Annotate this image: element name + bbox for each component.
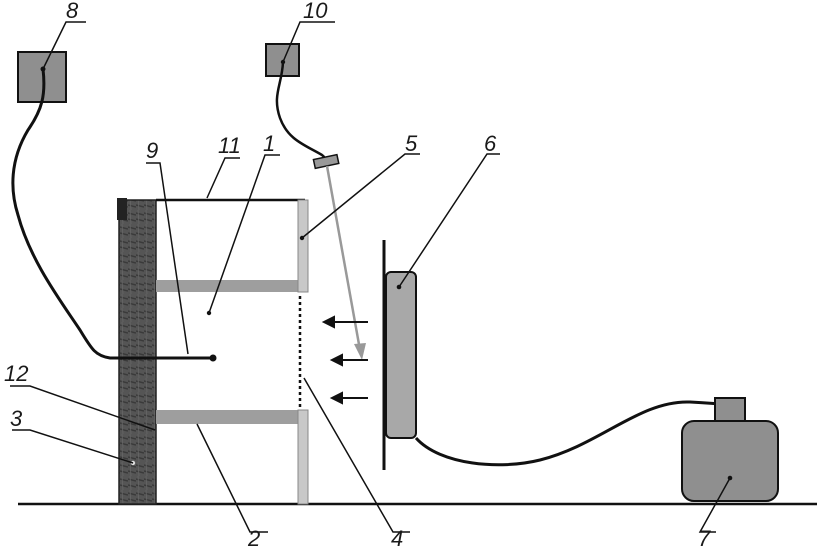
upper-shelf (156, 280, 301, 292)
wall-cap (117, 198, 127, 220)
beam-arrowhead (354, 343, 366, 360)
label-8: 8 (66, 0, 79, 23)
sensor-9-probe (209, 354, 217, 362)
panel-6 (385, 271, 417, 439)
front-panel-upper (297, 199, 309, 293)
label-9: 9 (146, 138, 158, 163)
lower-shelf (156, 410, 301, 424)
emitter-10 (312, 153, 340, 170)
beam (325, 165, 362, 351)
label-2: 2 (247, 526, 260, 550)
label-5: 5 (405, 131, 418, 156)
label-12: 12 (4, 361, 28, 386)
label-11: 11 (218, 133, 241, 158)
front-panel-lower (297, 409, 309, 505)
airflow-arrows (321, 315, 368, 405)
label-6: 6 (484, 131, 497, 156)
label-3: 3 (10, 406, 23, 431)
label-4: 4 (391, 526, 403, 550)
wall (118, 199, 157, 505)
leader-lines (10, 21, 731, 533)
label-7: 7 (698, 526, 711, 550)
label-1: 1 (263, 131, 275, 156)
unit-7-cap (714, 397, 746, 423)
unit-7 (681, 420, 779, 502)
hose (414, 400, 723, 467)
label-10: 10 (303, 0, 328, 23)
cable-8 (11, 68, 213, 360)
